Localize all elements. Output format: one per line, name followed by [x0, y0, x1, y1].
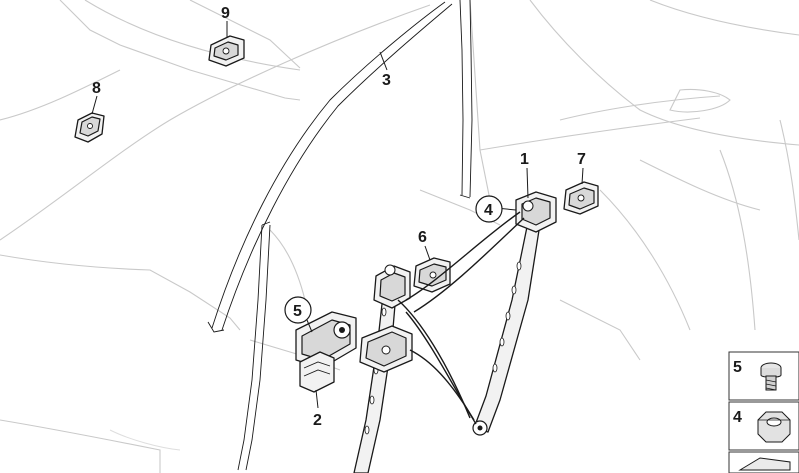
legend-label-5: 5 [733, 359, 742, 376]
legend-label-4: 4 [733, 409, 742, 426]
callout-4-circle [475, 195, 503, 223]
part-7-clip [563, 181, 599, 215]
door-frame-seal-strip [207, 0, 473, 471]
callout-9: 9 [221, 5, 230, 22]
callout-1: 1 [520, 151, 529, 168]
part-1-window-regulator [353, 191, 557, 473]
part-2-motor [295, 311, 357, 393]
nut-icon [757, 411, 791, 443]
callout-7: 7 [577, 151, 586, 168]
part-9-clip [208, 35, 245, 67]
callout-8: 8 [92, 80, 101, 97]
callout-5: 5 [293, 303, 302, 320]
callout-5-circle [284, 296, 312, 324]
callout-6: 6 [418, 229, 427, 246]
part-8-clip [74, 112, 105, 143]
callout-4: 4 [484, 202, 493, 219]
callouts: 9 8 3 1 7 6 2 4 5 [92, 5, 586, 429]
bolt-icon [760, 362, 782, 391]
callout-3: 3 [382, 72, 391, 89]
hardware-legend: 5 4 [728, 351, 799, 473]
part-6-clip [413, 257, 451, 293]
callout-2: 2 [313, 412, 322, 429]
panel-fragment-icon [738, 457, 791, 471]
